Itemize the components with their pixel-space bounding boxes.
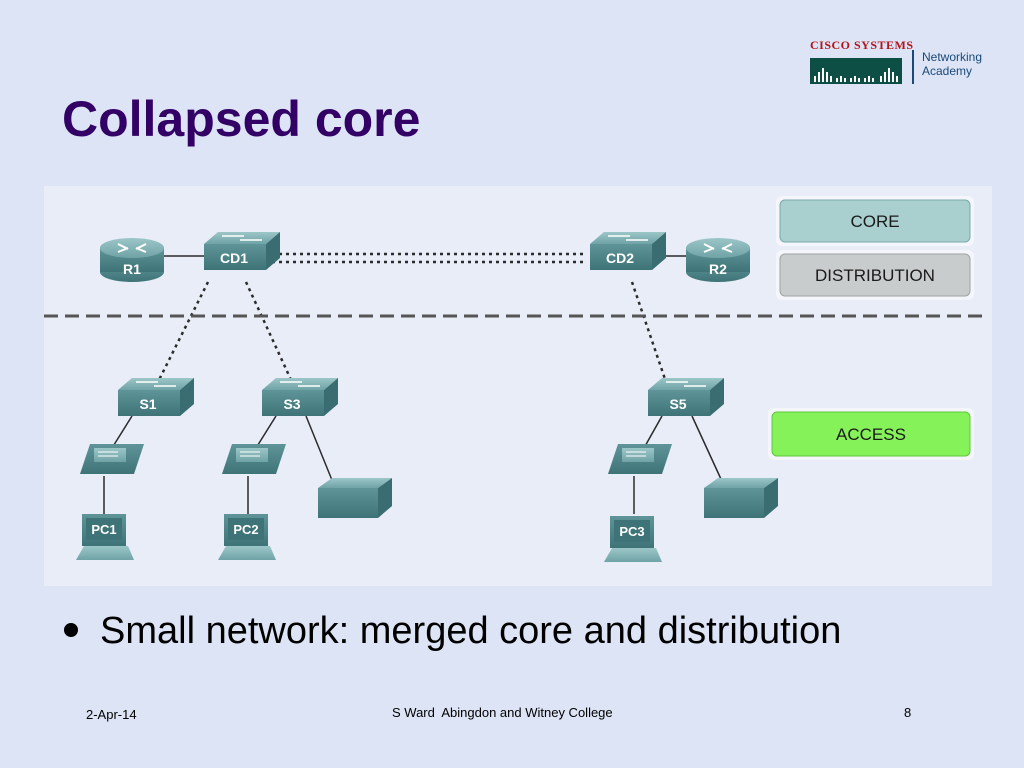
- bullet-point: Small network: merged core and distribut…: [64, 610, 841, 653]
- academy-text: Networking Academy: [922, 50, 1002, 78]
- ip-phone-2: [222, 444, 286, 474]
- pc-pc3-label: PC3: [619, 524, 644, 539]
- cisco-bridge-icon: [810, 58, 902, 84]
- bullet-text: Small network: merged core and distribut…: [100, 610, 842, 652]
- dotted-links: [156, 252, 668, 383]
- layer-core-label: CORE: [850, 212, 899, 231]
- switch-s1: S1: [118, 378, 194, 416]
- layer-access-label: ACCESS: [836, 425, 906, 444]
- ip-phone-3: [608, 444, 672, 474]
- router-r1: R1: [100, 238, 164, 282]
- logo-separator: [912, 50, 914, 84]
- router-r2-label: R2: [709, 261, 727, 277]
- printer-1: [318, 478, 392, 518]
- footer-date: 2-Apr-14: [86, 707, 137, 722]
- academy-line-2: Academy: [922, 64, 973, 78]
- pc-pc2: PC2: [218, 514, 276, 560]
- switch-cd1-label: CD1: [220, 250, 248, 266]
- layer-distribution-label: DISTRIBUTION: [815, 266, 935, 285]
- solid-links: [103, 255, 727, 514]
- pc-pc2-label: PC2: [233, 522, 258, 537]
- router-r1-label: R1: [123, 261, 141, 277]
- pc-pc1-label: PC1: [91, 522, 116, 537]
- switch-s3-label: S3: [283, 396, 300, 412]
- layer-distribution-box: DISTRIBUTION: [776, 250, 974, 300]
- footer-page-number: 8: [904, 705, 912, 720]
- switch-s5: S5: [648, 378, 724, 416]
- slide-title: Collapsed core: [62, 91, 421, 147]
- bullet-dot: [64, 622, 78, 637]
- switch-cd2-label: CD2: [606, 250, 634, 266]
- ip-phone-1: [80, 444, 144, 474]
- academy-line-1: Networking: [922, 50, 983, 64]
- switch-s3: S3: [262, 378, 338, 416]
- pc-pc3: PC3: [604, 516, 662, 562]
- switch-s1-label: S1: [139, 396, 156, 412]
- switch-cd2: CD2: [590, 232, 666, 270]
- footer-author: S Ward Abingdon and Witney College: [392, 705, 613, 720]
- cisco-brand-text: CISCO SYSTEMS: [810, 38, 914, 52]
- router-r2: R2: [686, 238, 750, 282]
- layer-access-box: ACCESS: [768, 408, 974, 460]
- cisco-logo: CISCO SYSTEMS Networking Academy: [808, 38, 998, 88]
- pc-pc1: PC1: [76, 514, 134, 560]
- network-diagram: R1 CD1 CD2 R2 S1 S3: [44, 186, 992, 586]
- switch-s5-label: S5: [669, 396, 686, 412]
- layer-core-box: CORE: [776, 196, 974, 246]
- printer-2: [704, 478, 778, 518]
- switch-cd1: CD1: [204, 232, 280, 270]
